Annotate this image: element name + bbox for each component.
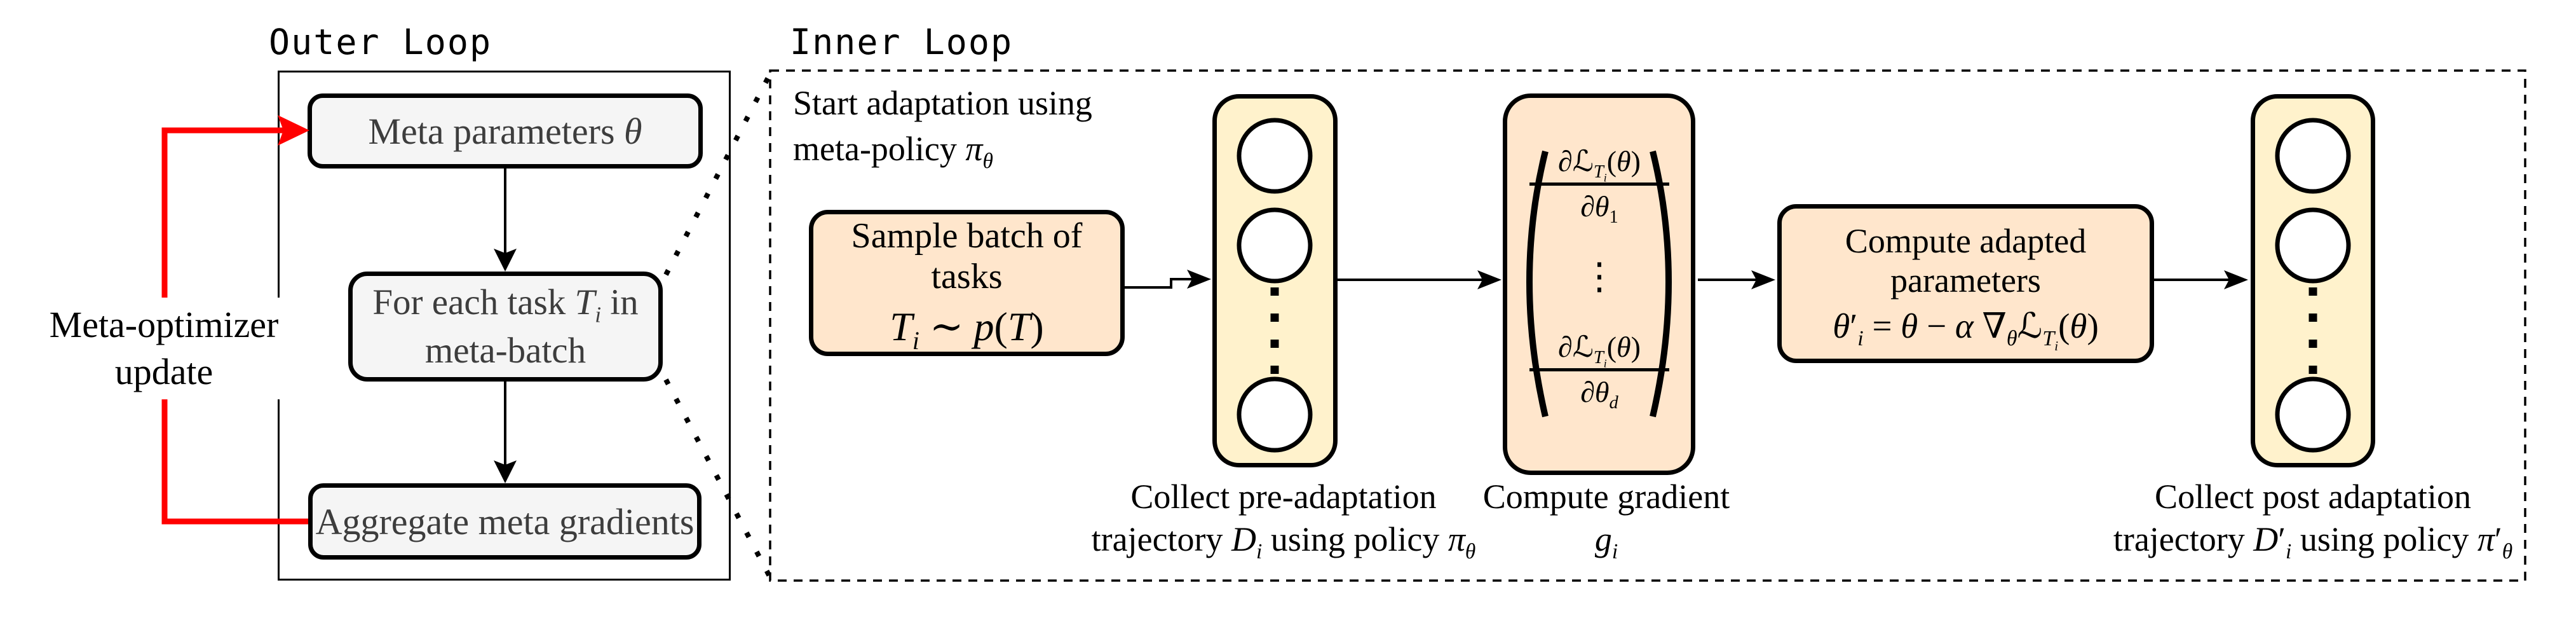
meta-parameters-label: Meta parameters θ <box>368 110 642 152</box>
gradient-fraction-2: ∂ℒTi(θ) ∂θd <box>1524 331 1674 413</box>
inner-loop-title: Inner Loop <box>790 22 1013 62</box>
gradient-fraction-1: ∂ℒTi(θ) ∂θ1 <box>1524 145 1674 228</box>
sample-batch-formula: Ti ∼ p(T) <box>890 304 1044 355</box>
sample-batch-label: Sample batch of tasks <box>851 216 1083 296</box>
fraction-bar <box>1529 368 1669 371</box>
meta-parameters-box: Meta parameters θ <box>308 93 703 169</box>
compute-adapted-box: Compute adapted parameters θ′i = θ − α ∇… <box>1777 204 2154 363</box>
compute-adapted-formula: θ′i = θ − α ∇θℒTi(θ) <box>1833 307 2099 354</box>
arrowhead-right-2 <box>1477 270 1502 289</box>
fraction-bar <box>1529 183 1669 186</box>
arrowhead-right-1 <box>1187 270 1211 289</box>
gradient-fraction-2-numerator: ∂ℒTi(θ) <box>1558 331 1641 370</box>
compute-adapted-line2: parameters <box>1890 261 2041 300</box>
sample-batch-box: Sample batch of tasks Ti ∼ p(T) <box>809 210 1125 356</box>
gradient-fraction-1-numerator: ∂ℒTi(θ) <box>1558 145 1641 184</box>
aggregate-gradients-label: Aggregate meta gradients <box>315 500 695 542</box>
gradient-vdots: ⋮ <box>1581 256 1618 297</box>
outer-loop-title: Outer Loop <box>269 22 492 62</box>
compute-adapted-line1: Compute adapted <box>1845 222 2087 260</box>
gradient-fraction-2-denominator: ∂θd <box>1580 376 1618 413</box>
arrowhead-right-4 <box>2224 270 2248 289</box>
gradient-fraction-1-denominator: ∂θ1 <box>1580 190 1618 228</box>
aggregate-gradients-box: Aggregate meta gradients <box>308 483 702 560</box>
pre-adaptation-network-column <box>1212 94 1338 467</box>
post-adaptation-network-column <box>2251 94 2375 467</box>
arrowhead-right-3 <box>1751 270 1775 289</box>
arrow-sample-to-col1 <box>1125 278 1193 289</box>
